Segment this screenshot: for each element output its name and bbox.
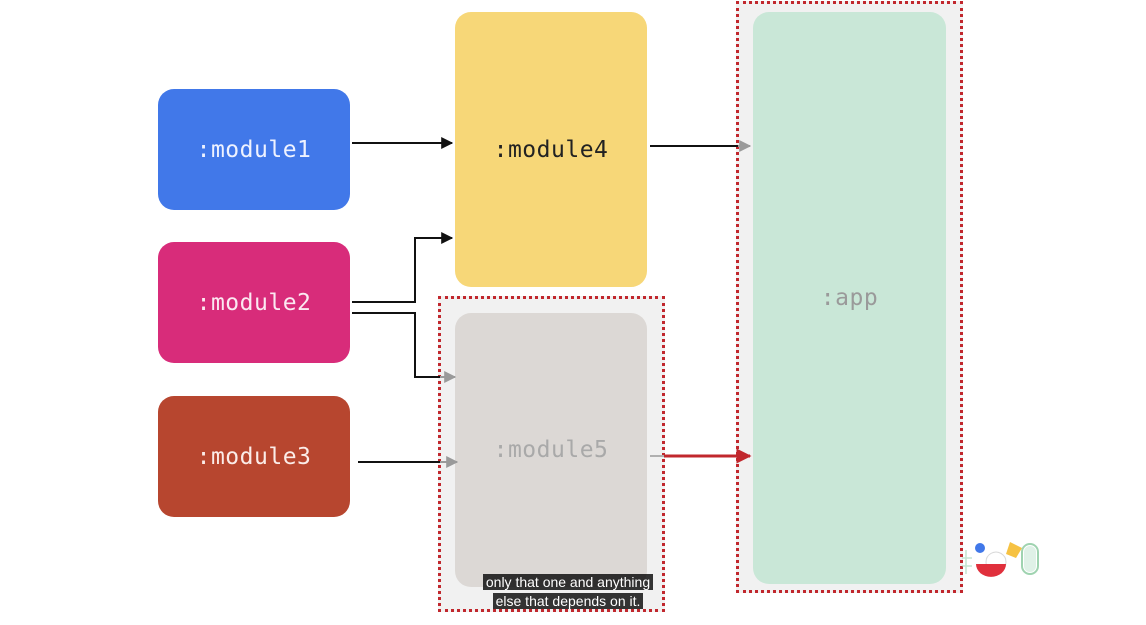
caption-line-1: only that one and anything <box>482 574 654 590</box>
app-node: :app <box>753 12 946 584</box>
subtitle-caption: only that one and anything else that dep… <box>480 573 656 611</box>
caption-line-2: else that depends on it. <box>492 593 644 609</box>
edge-module2-module5 <box>352 312 440 378</box>
module1-node: :module1 <box>158 89 350 210</box>
module5-label: :module5 <box>493 437 609 463</box>
module1-label: :module1 <box>196 136 312 163</box>
google-io-logo-icon <box>962 542 1039 577</box>
module4-node: :module4 <box>455 12 647 287</box>
module3-label: :module3 <box>196 443 312 470</box>
edge-module2-module4 <box>352 232 454 303</box>
module3-node: :module3 <box>158 396 350 517</box>
app-label: :app <box>820 285 879 311</box>
module4-label: :module4 <box>493 136 609 163</box>
module2-node: :module2 <box>158 242 350 363</box>
module5-node: :module5 <box>455 313 647 587</box>
module2-label: :module2 <box>196 289 312 316</box>
